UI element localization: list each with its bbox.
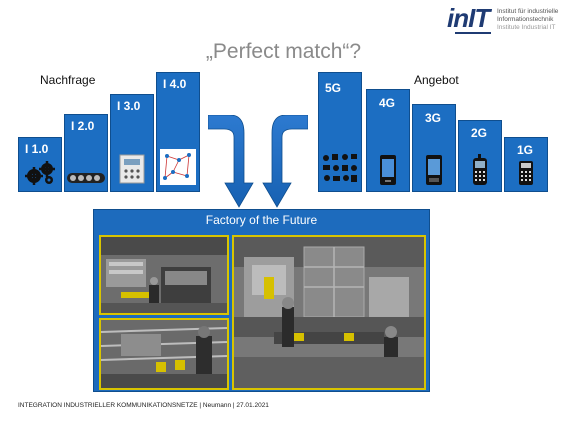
factory-photo-production-line — [232, 235, 426, 390]
logo-text: Institut für industrielle Informationste… — [497, 8, 558, 32]
slide-footer: INTEGRATION INDUSTRIELLER KOMMUNIKATIONS… — [18, 402, 269, 409]
bar-label: 3G — [425, 111, 442, 125]
bar-industry-2: I 2.0 — [64, 114, 108, 192]
logo-line-2: Informationstechnik — [497, 16, 554, 23]
logo-line-1: Institut für industrielle — [497, 8, 559, 15]
bar-industry-1: I 1.0 — [18, 137, 62, 192]
bar-label: I 2.0 — [71, 119, 95, 133]
merge-arrows-icon — [208, 115, 308, 208]
bar-label: I 3.0 — [117, 99, 141, 113]
bar-industry-3: I 3.0 — [110, 94, 154, 192]
bar-label: I 1.0 — [25, 142, 49, 156]
bar-label: 1G — [517, 143, 534, 157]
bar-1g: 1G — [504, 137, 548, 192]
logo-mark: inIT — [447, 3, 490, 33]
demand-label: Nachfrage — [40, 73, 96, 87]
feature-phone-icon — [459, 154, 501, 189]
bar-label: I 4.0 — [163, 77, 187, 91]
bar-5g: 5G — [318, 72, 362, 192]
factory-title: Factory of the Future — [205, 213, 318, 227]
bar-label: 2G — [471, 126, 488, 140]
factory-of-the-future-panel: Factory of the Future — [93, 209, 430, 392]
bar-2g: 2G — [458, 120, 502, 192]
conveyor-icon — [65, 170, 107, 189]
gears-icon — [19, 160, 61, 189]
network-icon — [157, 148, 199, 189]
bar-4g: 4G — [366, 89, 410, 192]
iot-devices-icon — [319, 150, 361, 189]
slide-title: „Perfect match“? — [205, 40, 362, 63]
bar-3g: 3G — [412, 104, 456, 192]
factory-photo-workshop — [99, 235, 229, 315]
logo-underline — [455, 32, 491, 34]
bar-label: 4G — [379, 96, 396, 110]
smartphone-icon — [413, 154, 455, 189]
supply-label: Angebot — [414, 73, 459, 87]
logo-line-3: Institute Industrial IT — [497, 24, 556, 31]
controller-icon — [111, 152, 153, 189]
factory-photo-assembly — [99, 318, 229, 390]
bar-industry-4: I 4.0 — [156, 72, 200, 192]
smartphone-icon — [367, 154, 409, 189]
brick-phone-icon — [505, 160, 547, 189]
bar-label: 5G — [325, 81, 342, 95]
institute-logo: inIT Institut für industrielle Informati… — [447, 5, 567, 41]
